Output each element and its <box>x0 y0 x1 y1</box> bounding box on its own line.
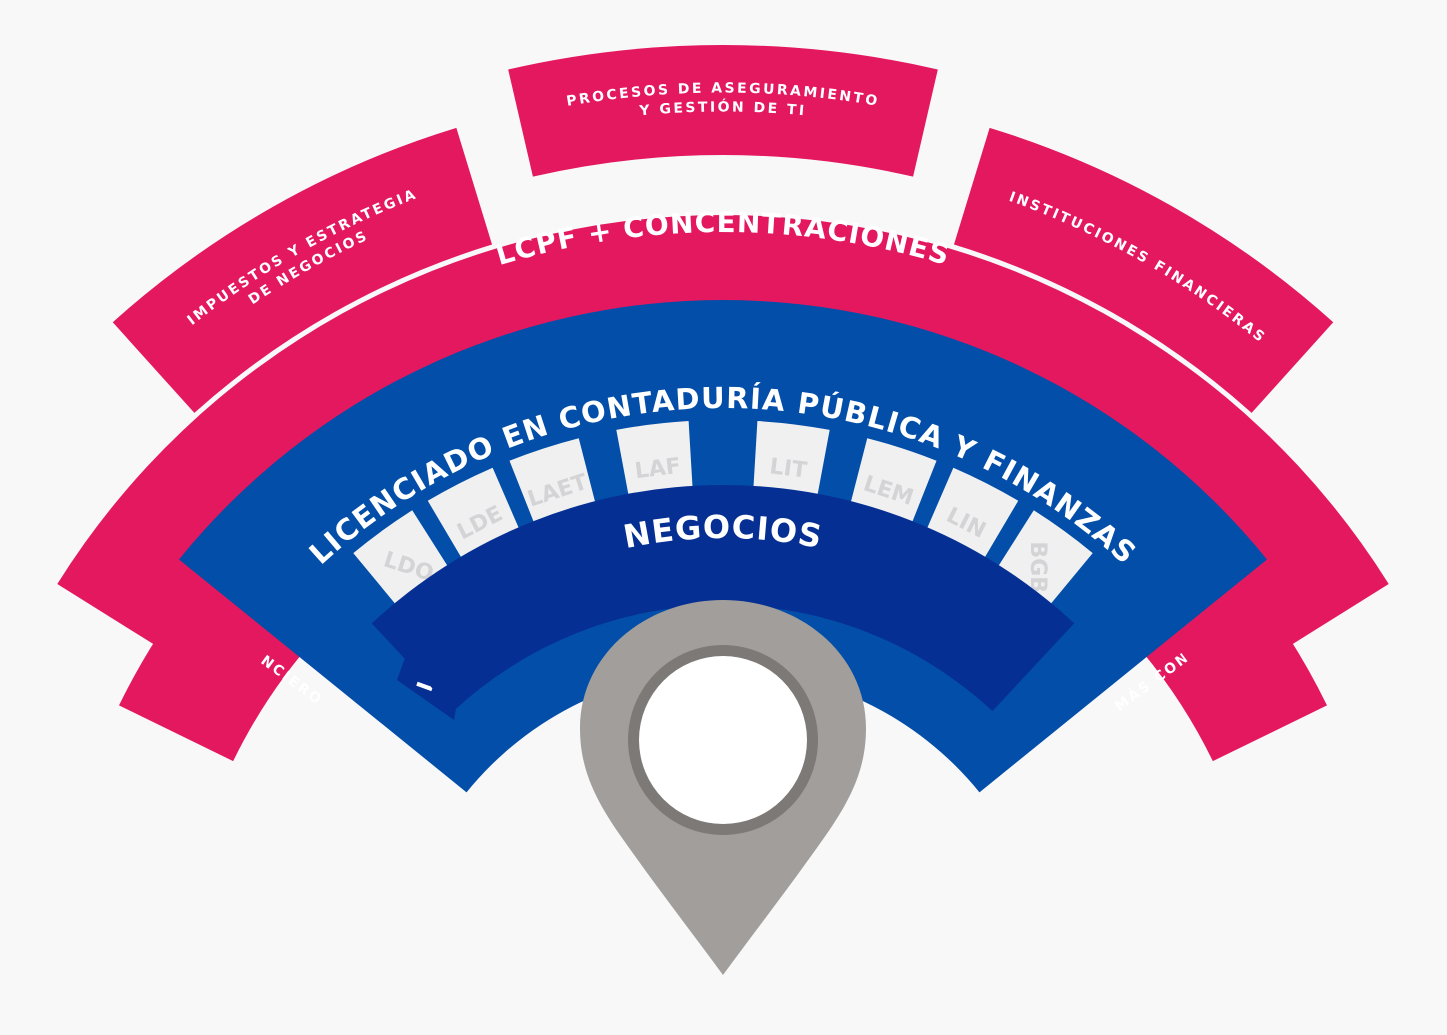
concentration-shape <box>112 127 493 413</box>
concentration-shape <box>953 127 1334 413</box>
band-shape <box>57 214 1389 696</box>
concentration-shape <box>508 45 938 177</box>
location-pin-icon <box>580 600 866 975</box>
concentration-label: Y GESTIÓN DE TI <box>638 97 807 119</box>
core-ring: NEGOCIOS <box>371 484 1075 712</box>
core-shape <box>371 484 1075 712</box>
pin-hole <box>639 656 807 824</box>
program-label: LIT <box>768 454 808 483</box>
program-label: BGB <box>1025 541 1050 593</box>
program-label: LAF <box>633 454 682 484</box>
